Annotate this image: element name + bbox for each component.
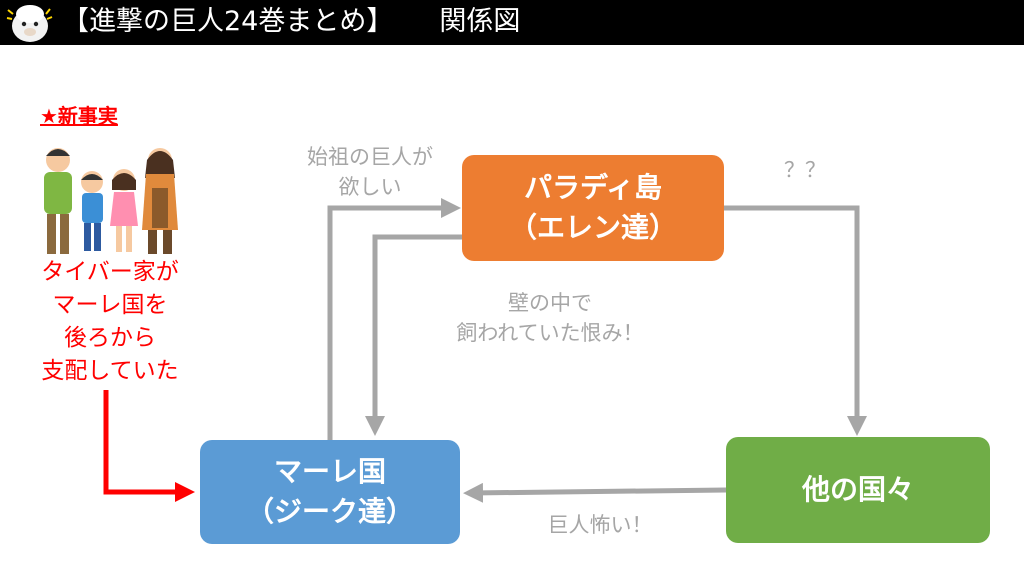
new-fact-line3: 後ろから [64,325,156,351]
label-founding-titan-line1: 始祖の巨人が [307,145,433,169]
new-fact-line1: タイバー家が [41,259,179,285]
header-bar: 【進撃の巨人24巻まとめ】 関係図 [0,0,1024,45]
arrow-others-to-marley [463,482,727,503]
new-fact-text: タイバー家が マーレ国を 後ろから 支配していた [15,256,205,388]
label-founding-titan-line2: 欲しい [338,175,402,199]
label-grudge-line2: 飼われていた恨み！ [456,321,644,345]
node-marley-line2: （ジーク達） [245,495,414,528]
node-paradis-line1: パラディ島 [523,171,663,204]
family-illustration-icon [44,148,178,254]
new-fact-heading: ★新事実 [40,104,118,128]
arrow-marley-to-paradis [327,198,461,440]
node-paradis-line2: （エレン達） [508,211,677,244]
node-others: 他の国々 [726,437,990,543]
alpaca-logo-icon [6,5,53,42]
label-grudge-line1: 壁の中で [508,291,592,315]
label-grudge: 壁の中で 飼われていた恨み！ [405,288,695,348]
page-title: 【進撃の巨人24巻まとめ】 関係図 [62,4,520,40]
title-main: 【進撃の巨人24巻まとめ】 [62,6,394,37]
node-marley-line1: マーレ国 [273,455,386,488]
new-fact-line2: マーレ国を [52,292,168,318]
node-others-label: 他の国々 [801,473,914,506]
title-subtitle: 関係図 [439,6,521,37]
label-founding-titan: 始祖の巨人が 欲しい [280,142,460,202]
arrow-paradis-to-others [724,205,867,436]
arrow-tybur-to-marley [103,390,195,502]
node-marley: マーレ国 （ジーク達） [200,440,460,544]
node-paradis: パラディ島 （エレン達） [462,155,724,261]
label-fear: 巨人怖い！ [547,513,653,537]
new-fact-line4: 支配していた [41,358,179,384]
arrow-paradis-to-marley [365,234,462,436]
label-question: ？？ [784,158,826,182]
